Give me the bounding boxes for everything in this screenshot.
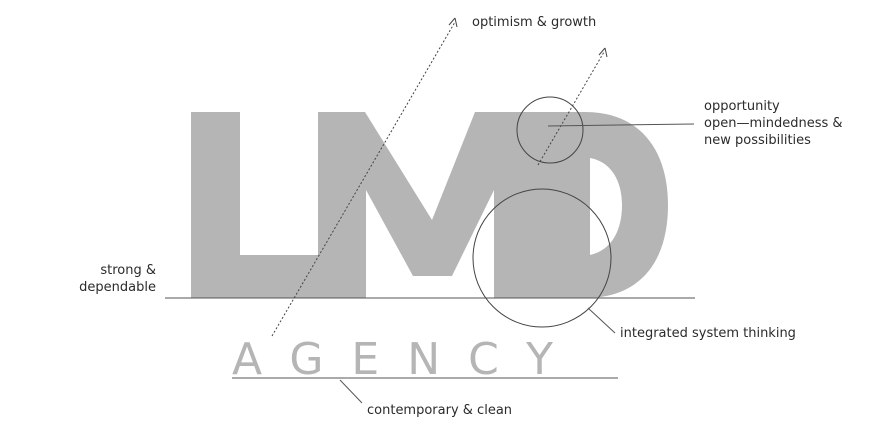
contemporary-label: contemporary & clean (367, 403, 513, 418)
strong-line-1: strong & (100, 263, 156, 278)
strong-label: strong & dependable (60, 262, 156, 296)
opportunity-arrow-head (598, 47, 608, 58)
opportunity-arrow-line (537, 51, 605, 166)
letter-l (191, 112, 318, 298)
opportunity-line-3: new possibilities (704, 133, 811, 148)
contemporary-leader (339, 379, 363, 404)
integrated-label: integrated system thinking (620, 326, 796, 341)
opportunity-leader (547, 123, 695, 127)
growth-arrow-line (271, 21, 456, 337)
agency-wordmark: AGENCY (232, 334, 581, 385)
optimism-label: optimism & growth (472, 15, 597, 30)
strong-line-2: dependable (79, 280, 156, 295)
growth-arrow-head (448, 17, 458, 28)
letter-d (540, 112, 668, 298)
opportunity-circle (516, 96, 584, 164)
integrated-leader (587, 307, 616, 334)
opportunity-line-2: open—mindedness & (704, 116, 843, 131)
letter-m (318, 112, 540, 298)
integrated-circle (472, 188, 612, 328)
opportunity-line-1: opportunity (704, 99, 780, 114)
opportunity-label: opportunity open—mindedness & new possib… (704, 98, 843, 149)
